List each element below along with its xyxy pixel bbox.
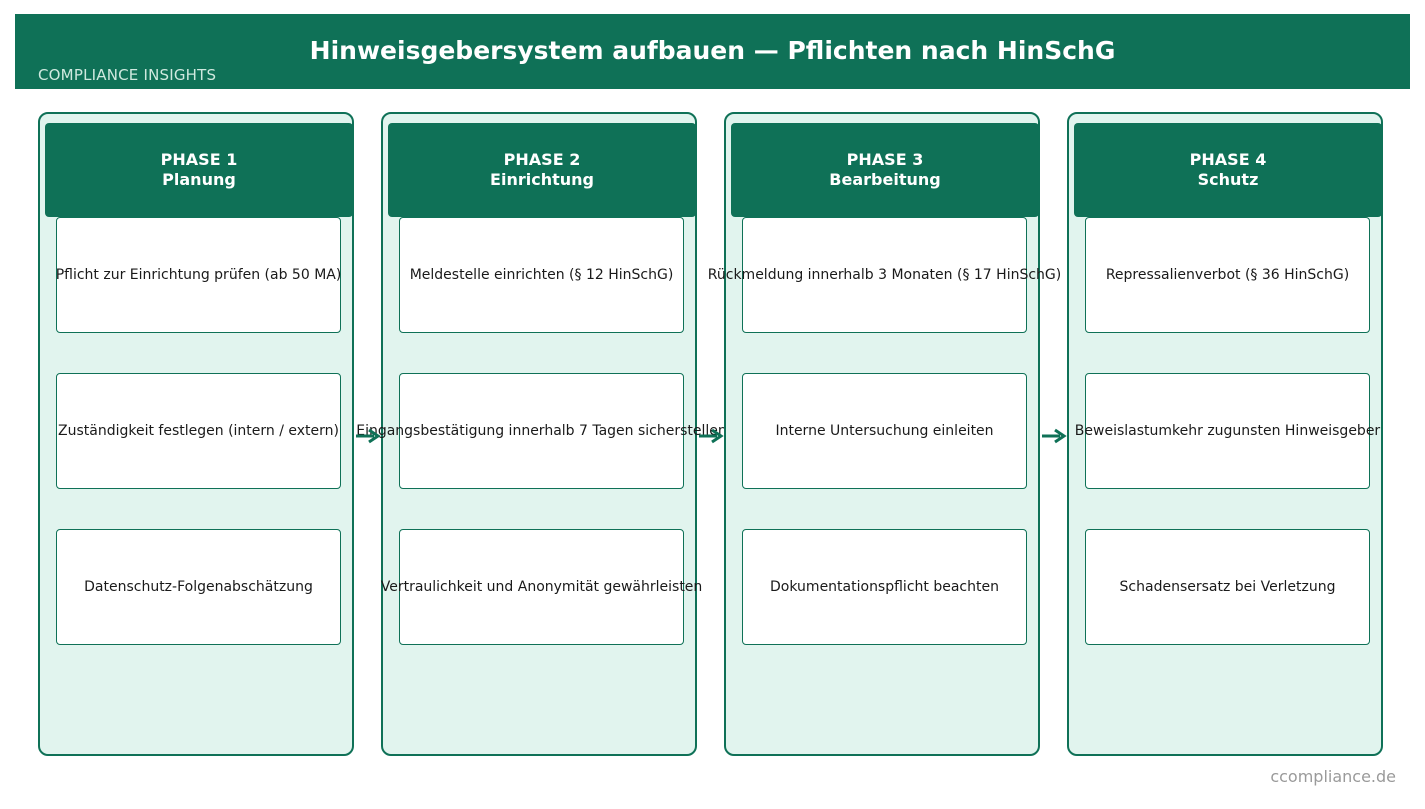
phase-column-3: PHASE 3 Bearbeitung Rückmeldung innerhal… xyxy=(708,112,1061,756)
step-card: Beweislastumkehr zugunsten Hinweisgeber xyxy=(1075,373,1380,489)
phase-column-2: PHASE 2 Einrichtung Meldestelle einricht… xyxy=(356,112,727,756)
step-text: Pflicht zur Einrichtung prüfen (ab 50 MA… xyxy=(55,267,342,283)
arrow-right-icon xyxy=(1042,428,1067,444)
header-banner: Hinweisgebersystem aufbauen — Pflichten … xyxy=(15,14,1410,89)
step-card: Interne Untersuchung einleiten xyxy=(742,373,1027,489)
phase-name: Schutz xyxy=(1197,170,1259,189)
phase-column-4: PHASE 4 Schutz Repressalienverbot (§ 36 … xyxy=(1067,112,1383,756)
page-title: Hinweisgebersystem aufbauen — Pflichten … xyxy=(309,36,1116,65)
step-text: Schadensersatz bei Verletzung xyxy=(1119,579,1336,595)
step-text: Vertraulichkeit und Anonymität gewährlei… xyxy=(380,579,703,595)
step-text: Datenschutz-Folgenabschätzung xyxy=(84,579,313,595)
step-card: Rückmeldung innerhalb 3 Monaten (§ 17 Hi… xyxy=(708,217,1061,333)
phase-name: Planung xyxy=(162,170,236,189)
step-text: Rückmeldung innerhalb 3 Monaten (§ 17 Hi… xyxy=(707,267,1062,283)
phase-header-4: PHASE 4 Schutz xyxy=(1074,123,1382,217)
brand-label: COMPLIANCE INSIGHTS xyxy=(38,66,217,84)
step-text: Interne Untersuchung einleiten xyxy=(775,423,994,439)
arrow-right-icon xyxy=(699,428,724,444)
phase-name: Bearbeitung xyxy=(829,170,941,189)
step-text: Zuständigkeit festlegen (intern / extern… xyxy=(58,423,339,439)
step-text: Repressalienverbot (§ 36 HinSchG) xyxy=(1105,267,1350,283)
phase-header-1: PHASE 1 Planung xyxy=(45,123,353,217)
step-card: Vertraulichkeit und Anonymität gewährlei… xyxy=(381,529,702,645)
step-card: Pflicht zur Einrichtung prüfen (ab 50 MA… xyxy=(56,217,341,333)
step-card: Dokumentationspflicht beachten xyxy=(742,529,1027,645)
phase-number: PHASE 3 xyxy=(846,150,924,169)
phase-header-2: PHASE 2 Einrichtung xyxy=(388,123,696,217)
step-card: Zuständigkeit festlegen (intern / extern… xyxy=(56,373,341,489)
step-card: Meldestelle einrichten (§ 12 HinSchG) xyxy=(399,217,684,333)
phase-header-3: PHASE 3 Bearbeitung xyxy=(731,123,1039,217)
step-card: Schadensersatz bei Verletzung xyxy=(1085,529,1370,645)
phase-number: PHASE 1 xyxy=(160,150,238,169)
source-credit: ccompliance.de xyxy=(1270,767,1396,786)
phase-number: PHASE 4 xyxy=(1189,150,1267,169)
step-text: Beweislastumkehr zugunsten Hinweisgeber xyxy=(1074,423,1381,439)
phase-name: Einrichtung xyxy=(490,170,594,189)
step-text: Meldestelle einrichten (§ 12 HinSchG) xyxy=(409,267,674,283)
step-text: Dokumentationspflicht beachten xyxy=(770,579,999,595)
phase-number: PHASE 2 xyxy=(503,150,581,169)
step-card: Repressalienverbot (§ 36 HinSchG) xyxy=(1085,217,1370,333)
step-card: Eingangsbestätigung innerhalb 7 Tagen si… xyxy=(356,373,727,489)
step-text: Eingangsbestätigung innerhalb 7 Tagen si… xyxy=(356,423,727,439)
step-card: Datenschutz-Folgenabschätzung xyxy=(56,529,341,645)
phase-column-1: PHASE 1 Planung Pflicht zur Einrichtung … xyxy=(38,112,354,756)
arrow-right-icon xyxy=(356,428,381,444)
